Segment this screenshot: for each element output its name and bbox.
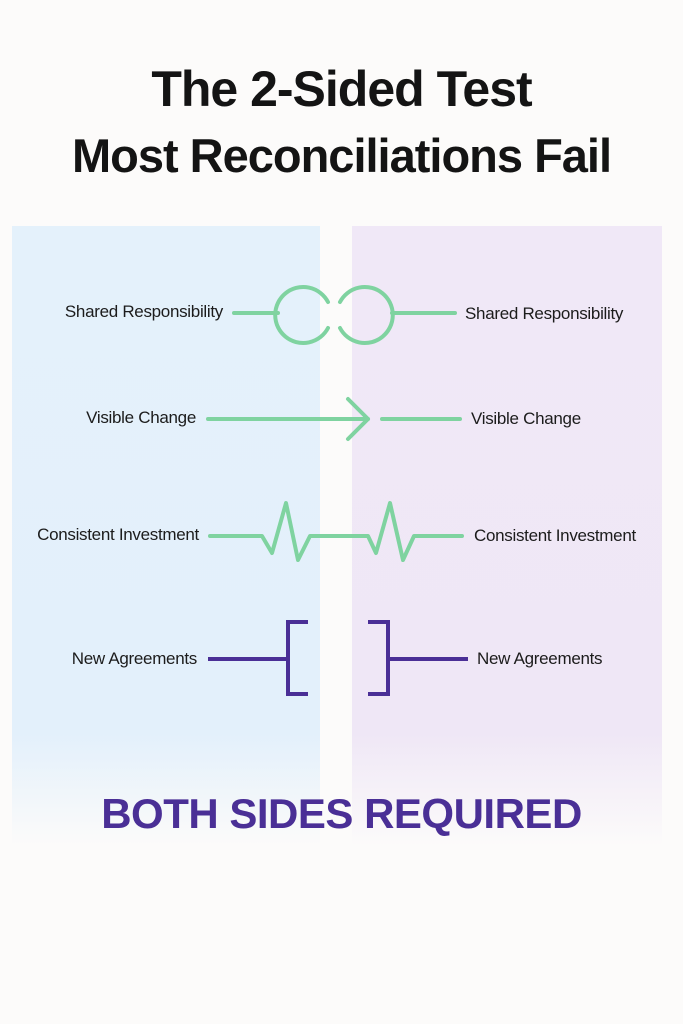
shared-responsibility-connector [232,285,457,345]
left-label-new-agreements: New Agreements [71,649,198,668]
consistent-investment-connector [208,501,464,562]
right-label-new-agreements: New Agreements [477,649,603,668]
new-agreements-connector [208,620,468,696]
right-side-panel [352,226,662,846]
right-label-shared-responsibility: Shared Responsibility [465,304,624,323]
left-label-consistent-investment: Consistent Investment [37,525,199,544]
page-title-line-2: Most Reconciliations Fail [71,129,612,182]
right-label-consistent-investment: Consistent Investment [474,526,636,545]
left-label-shared-responsibility: Shared Responsibility [64,302,223,321]
visible-change-connector [206,397,462,441]
both-sides-required-banner: BOTH SIDES REQUIRED [101,790,582,837]
left-side-panel [12,226,320,846]
left-label-visible-change: Visible Change [86,408,196,427]
right-label-visible-change: Visible Change [471,409,581,428]
page-title-line-1: The 2-Sided Test [151,61,532,117]
